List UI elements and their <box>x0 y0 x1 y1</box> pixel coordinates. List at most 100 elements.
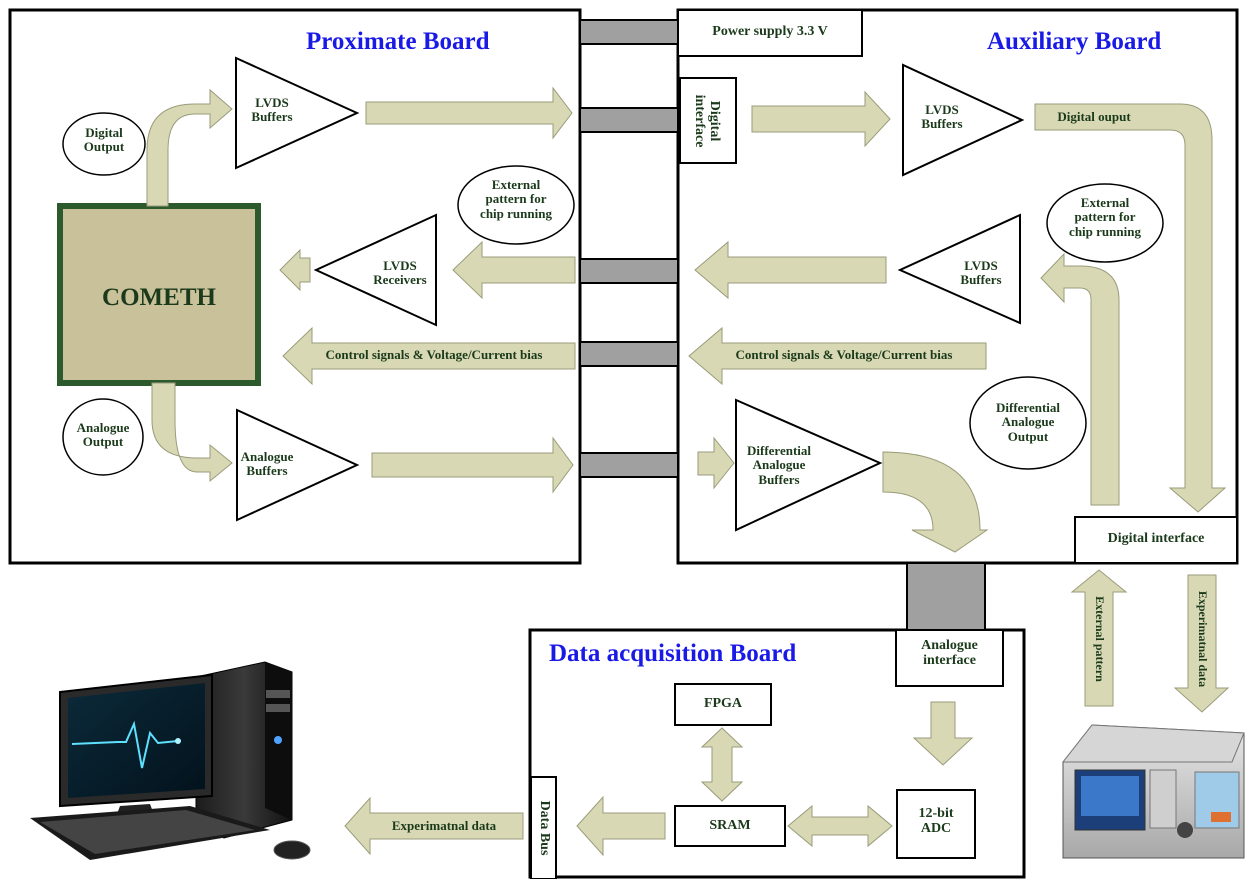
auxiliary-board-title: Auxiliary Board <box>987 28 1162 55</box>
signal-generator-icon <box>1061 724 1245 859</box>
data-bus-label: Data Bus <box>537 800 552 856</box>
power-supply-label: Power supply 3.3 V <box>712 24 828 39</box>
digital-output-ellipse <box>62 112 146 176</box>
connector-digital <box>579 107 679 133</box>
arrow-aux-lvds-to-connector <box>694 240 887 300</box>
digital-output-aux-arrow <box>1034 103 1227 513</box>
arrow-sram-to-databus <box>576 795 666 857</box>
arrow-interface-to-lvds <box>751 90 891 148</box>
daq-board <box>528 628 1026 879</box>
connector-control <box>579 341 679 367</box>
differential-buffers-label-3: Buffers <box>758 471 800 487</box>
analogue-output-arrow <box>151 382 233 483</box>
digital-output-label: Digital Output <box>66 125 142 155</box>
daq-board-title: Data acquisition Board <box>549 640 797 667</box>
arrow-control-proximate <box>282 326 576 386</box>
digital-interface-box <box>1074 516 1238 564</box>
digital-output-label-1: Digital <box>85 125 123 140</box>
sram-label: SRAM <box>709 818 751 833</box>
cometh-label: COMETH <box>102 284 216 311</box>
digital-interface-vertical-label: Digital interface <box>691 78 722 164</box>
sram-box <box>674 805 786 847</box>
experimental-data-vertical-label: Experimatnal data <box>1196 590 1210 688</box>
lvds-receivers-label-1: LVDS <box>383 258 417 273</box>
analogue-buffers-label: Analogue Buffers <box>228 449 306 479</box>
external-pattern-aux-label-3: chip running <box>1069 223 1141 239</box>
digital-interface-vertical-label-1: Digital <box>707 100 722 142</box>
lvds-receivers-triangle <box>313 213 437 327</box>
control-signals-prox-label: Control signals & Voltage/Current bias <box>325 347 543 362</box>
external-pattern-aux-label-2: pattern for <box>1074 209 1136 225</box>
lvds-buffers-aux-mid-triangle <box>897 213 1021 325</box>
analogue-buffers-label-2: Buffers <box>246 463 288 479</box>
digital-interface-vertical-box <box>679 77 737 164</box>
arrow-analogue-to-connector <box>371 436 574 494</box>
lvds-buffers-label: LVDS Buffers <box>240 95 304 125</box>
lvds-buffers-aux-label-2: Buffers <box>921 116 963 132</box>
fpga-box <box>674 683 772 726</box>
lvds-buffers-label-1: LVDS <box>255 95 289 110</box>
arrow-sram-adc <box>787 804 893 848</box>
external-pattern-ellipse-prox <box>457 165 575 245</box>
arrow-databus-to-pc <box>344 796 524 856</box>
external-pattern-vertical-arrow <box>1070 569 1128 707</box>
digital-output-arrow <box>146 88 233 207</box>
adc-label: 12-bit ADC <box>897 806 975 837</box>
external-pattern-prox-label-3: chip running <box>480 205 552 221</box>
digital-output-label-2: Output <box>83 139 125 155</box>
differential-buffers-label: Differential Analogue Buffers <box>731 443 827 487</box>
digital-interface-vertical-label-2: interface <box>691 94 707 148</box>
differential-output-label-2: Analogue <box>1001 414 1055 430</box>
analogue-interface-label-1: Analogue <box>921 638 978 653</box>
experimental-data-vertical-arrow <box>1173 574 1230 713</box>
differential-output-label: Differential Analogue Output <box>976 400 1080 444</box>
connector-power <box>579 19 679 45</box>
arrow-lvds-to-connector <box>365 86 573 140</box>
differential-buffers-label-2: Analogue <box>752 457 806 473</box>
arrow-control-aux <box>688 326 987 386</box>
lvds-buffers-aux-label: LVDS Buffers <box>910 102 974 132</box>
adc-label-2: ADC <box>920 821 952 837</box>
desktop-computer-icon <box>30 661 311 860</box>
proximate-board <box>8 8 582 565</box>
cometh-chip <box>57 203 261 386</box>
arrow-fpga-sram <box>700 727 744 802</box>
external-pattern-prox-label-2: pattern for <box>485 191 547 207</box>
lvds-buffers-aux-mid-label-2: Buffers <box>960 272 1002 288</box>
lvds-buffers-label-2: Buffers <box>251 109 293 125</box>
external-pattern-vertical-label: External pattern <box>1093 596 1107 682</box>
analogue-output-label: Analogue Output <box>64 420 142 450</box>
lvds-buffers-aux-triangle <box>902 63 1025 177</box>
external-pattern-aux-label: External pattern for chip running <box>1049 195 1161 239</box>
arrow-analogue-to-adc <box>912 701 974 766</box>
adc-box <box>896 789 976 859</box>
fpga-label: FPGA <box>703 696 743 711</box>
lvds-buffers-aux-mid-label-1: LVDS <box>964 258 998 273</box>
differential-output-ellipse <box>969 376 1087 470</box>
analogue-buffers-triangle <box>236 408 360 522</box>
lvds-buffers-aux-mid-label: LVDS Buffers <box>946 258 1016 288</box>
differential-buffers-triangle <box>735 398 883 532</box>
control-signals-aux-label: Control signals & Voltage/Current bias <box>735 347 953 362</box>
adc-label-1: 12-bit <box>918 806 954 821</box>
differential-output-arrow <box>882 451 989 553</box>
lvds-receivers-label-2: Receivers <box>373 272 427 288</box>
analogue-output-label-2: Output <box>82 434 124 450</box>
proximate-board-title: Proximate Board <box>306 28 490 55</box>
analogue-interface-label: Analogue interface <box>898 638 1001 669</box>
differential-output-label-3: Output <box>1007 428 1049 444</box>
external-pattern-prox-label-1: External <box>491 177 541 192</box>
lvds-buffers-aux-label-1: LVDS <box>925 102 959 117</box>
external-pattern-aux-label-1: External <box>1080 195 1130 210</box>
differential-output-label-1: Differential <box>995 400 1061 415</box>
analogue-output-ellipse <box>62 398 144 476</box>
connector-lvds <box>579 258 679 284</box>
arrow-connector-to-receivers <box>452 240 576 300</box>
analogue-interface-label-2: interface <box>923 653 976 669</box>
lvds-receivers-label: LVDS Receivers <box>362 258 438 288</box>
arrow-connector-to-diff <box>697 436 735 490</box>
experimental-data-daq-label: Experimatnal data <box>391 818 497 833</box>
digital-output-aux-label: Digital ouput <box>1057 109 1131 124</box>
